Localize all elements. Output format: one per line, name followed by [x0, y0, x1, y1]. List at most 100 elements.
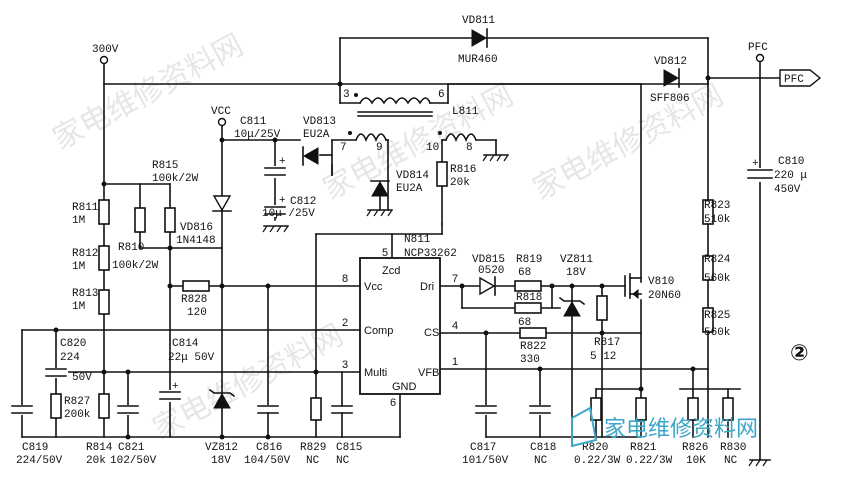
svg-text:8: 8 — [466, 142, 473, 154]
svg-text:4: 4 — [452, 320, 458, 332]
diode-vd813: VD813 EU2A — [302, 116, 336, 166]
resistor-r818: R818 68 — [514, 292, 542, 329]
svg-text:N811: N811 — [404, 234, 431, 246]
svg-text:510k: 510k — [704, 214, 731, 226]
svg-text:560k: 560k — [704, 327, 731, 339]
svg-text:C815: C815 — [336, 442, 362, 454]
svg-text:450V: 450V — [774, 184, 801, 196]
watermark-text-1: 家电维修资料网 — [47, 28, 249, 157]
resistor-r829: R829 NC — [300, 397, 326, 467]
brand-watermark-text: 家电维修资料网 — [604, 417, 758, 442]
svg-text:C810: C810 — [778, 156, 804, 168]
svg-text:3: 3 — [343, 89, 350, 101]
svg-text:C820: C820 — [60, 338, 86, 350]
svg-text:300V: 300V — [92, 44, 119, 56]
svg-text:R810: R810 — [118, 242, 144, 254]
svg-text:102/50V: 102/50V — [110, 455, 157, 467]
svg-text:10μ /25V: 10μ /25V — [262, 208, 315, 220]
diode-vd811: VD811 MUR460 — [458, 15, 498, 66]
svg-text:6: 6 — [390, 397, 396, 409]
resistor-r824: R824 560k — [702, 254, 731, 285]
svg-text:VD813: VD813 — [303, 116, 336, 128]
svg-text:7: 7 — [340, 142, 347, 154]
svg-text:22μ 50V: 22μ 50V — [168, 352, 215, 364]
svg-text:560k: 560k — [704, 273, 731, 285]
capacitor-c820: C820 224 50V — [44, 338, 92, 384]
svg-text:Zcd: Zcd — [382, 265, 400, 277]
svg-text:0.22/3W: 0.22/3W — [574, 455, 621, 467]
resistor-r817: R817 5 12 — [590, 295, 620, 363]
capacitor-c811: + C811 10μ/25V — [234, 116, 287, 178]
svg-text:200k: 200k — [64, 409, 91, 421]
svg-text:224/50V: 224/50V — [16, 455, 63, 467]
ic-n811: N811 NCP33262 Zcd Vcc Comp Multi GND Dri… — [342, 234, 458, 409]
svg-text:Multi: Multi — [364, 367, 387, 379]
ground-icon — [262, 225, 289, 233]
capacitor-c812: + C812 10μ /25V — [262, 195, 316, 220]
resistor-r812: R812 1M — [72, 245, 110, 273]
resistor-r825: R825 560k — [702, 307, 731, 339]
svg-text:R830: R830 — [720, 442, 746, 454]
svg-text:R813: R813 — [72, 288, 98, 300]
svg-text:R822: R822 — [520, 341, 546, 353]
watermark-text-3: 家电维修资料网 — [527, 78, 729, 207]
ground-symbols — [262, 154, 771, 467]
svg-text:VCC: VCC — [211, 106, 231, 118]
svg-text:+: + — [279, 156, 286, 168]
resistor-r827: R827 200k — [50, 393, 91, 421]
svg-text:R826: R826 — [682, 442, 708, 454]
svg-text:R811: R811 — [72, 202, 99, 214]
svg-text:R814: R814 — [86, 442, 113, 454]
brand-watermark: 家电维修资料网 — [571, 406, 758, 448]
terminal-pfc: PFC — [748, 42, 768, 63]
svg-text:0520: 0520 — [478, 265, 504, 277]
svg-text:R824: R824 — [704, 254, 731, 266]
svg-text:7: 7 — [452, 273, 458, 285]
svg-text:R820: R820 — [582, 442, 608, 454]
resistor-r822: R822 330 — [519, 327, 547, 366]
resistor-r830: R830 NC — [720, 397, 746, 467]
svg-text:220 μ: 220 μ — [774, 170, 807, 182]
resistor-r813: R813 1M — [72, 288, 110, 315]
svg-text:C818: C818 — [530, 442, 556, 454]
svg-text:R827: R827 — [64, 396, 90, 408]
resistor-r816: R816 20k — [436, 161, 476, 189]
svg-text:PFC: PFC — [784, 74, 804, 86]
svg-text:330: 330 — [520, 354, 540, 366]
svg-text:GND: GND — [392, 381, 417, 393]
svg-text:CS: CS — [424, 327, 439, 339]
svg-text:R829: R829 — [300, 442, 326, 454]
svg-text:20k: 20k — [86, 455, 106, 467]
svg-text:R816: R816 — [450, 164, 476, 176]
capacitor-c815: C815 NC — [330, 371, 362, 467]
mosfet-v810: V810 20N60 — [624, 273, 681, 302]
figure-number: ② — [790, 340, 809, 365]
pfc-output-arrow: PFC — [779, 69, 822, 87]
svg-text:VD816: VD816 — [180, 222, 213, 234]
svg-text:10μ/25V: 10μ/25V — [234, 129, 281, 141]
svg-text:8: 8 — [342, 273, 348, 285]
ground-icon — [366, 195, 393, 217]
resistor-r828: R828 120 — [181, 280, 210, 319]
svg-text:R815: R815 — [152, 160, 178, 172]
resistor-r810: R810 100k/2W — [112, 207, 176, 272]
svg-text:VZ812: VZ812 — [205, 442, 238, 454]
svg-text:120: 120 — [187, 307, 207, 319]
svg-text:18V: 18V — [211, 455, 231, 467]
svg-text:+: + — [279, 195, 286, 207]
svg-text:NC: NC — [724, 455, 738, 467]
resistor-r815: R815 100k/2W — [134, 160, 199, 233]
resistor-r819: R819 68 — [514, 254, 542, 292]
svg-text:+: + — [752, 158, 759, 170]
svg-text:C821: C821 — [118, 442, 145, 454]
svg-text:104/50V: 104/50V — [244, 455, 291, 467]
ground-icon — [748, 459, 771, 467]
svg-text:Vcc: Vcc — [364, 281, 383, 293]
svg-text:9: 9 — [376, 142, 383, 154]
svg-text:10: 10 — [426, 142, 439, 154]
diode-vd812: VD812 SFF806 — [650, 56, 690, 105]
svg-text:20k: 20k — [450, 177, 470, 189]
svg-text:1M: 1M — [72, 261, 85, 273]
terminal-vcc: VCC — [211, 106, 231, 127]
svg-text:5: 5 — [382, 247, 388, 259]
